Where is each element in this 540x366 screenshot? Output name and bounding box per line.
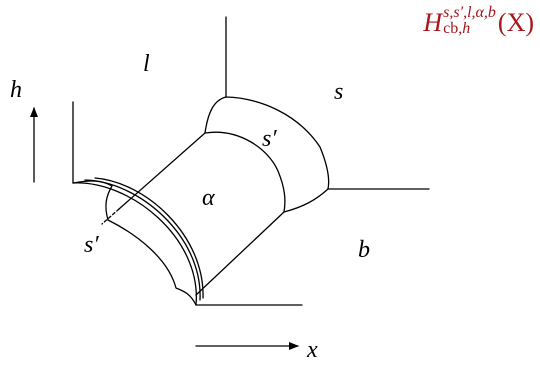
opening-wedge-top bbox=[72, 180, 113, 221]
title-argument: (X) bbox=[497, 8, 534, 37]
region-label-l: l bbox=[143, 51, 150, 77]
title-symbol: H bbox=[423, 8, 443, 37]
opening-wedge-bottom bbox=[107, 219, 197, 306]
region-label-s-prime-bottom: s′ bbox=[84, 232, 99, 258]
opening-hidden-edge bbox=[101, 208, 120, 225]
tube-bottom-edge bbox=[195, 211, 285, 296]
opening-arc-2 bbox=[84, 179, 201, 301]
tube-top-edge bbox=[118, 132, 206, 210]
title-subscript: cb,h bbox=[443, 20, 496, 38]
title-subscript-roman: cb, bbox=[443, 20, 463, 38]
tube-end-rim bbox=[204, 131, 286, 213]
axis-label-h: h bbox=[10, 77, 22, 103]
region-label-alpha: α bbox=[202, 185, 215, 211]
tube-end-dome bbox=[204, 96, 330, 213]
title-superscript: s,s′,l,α,b bbox=[443, 3, 496, 21]
region-label-s: s bbox=[334, 79, 344, 105]
region-label-b: b bbox=[358, 237, 370, 263]
title-subscript-italic: h bbox=[462, 20, 471, 38]
opening-arc-3 bbox=[94, 177, 204, 299]
opening-outer-arc bbox=[72, 182, 197, 306]
axis-label-x: x bbox=[307, 337, 318, 363]
region-label-s-prime-top: s′ bbox=[262, 126, 277, 152]
